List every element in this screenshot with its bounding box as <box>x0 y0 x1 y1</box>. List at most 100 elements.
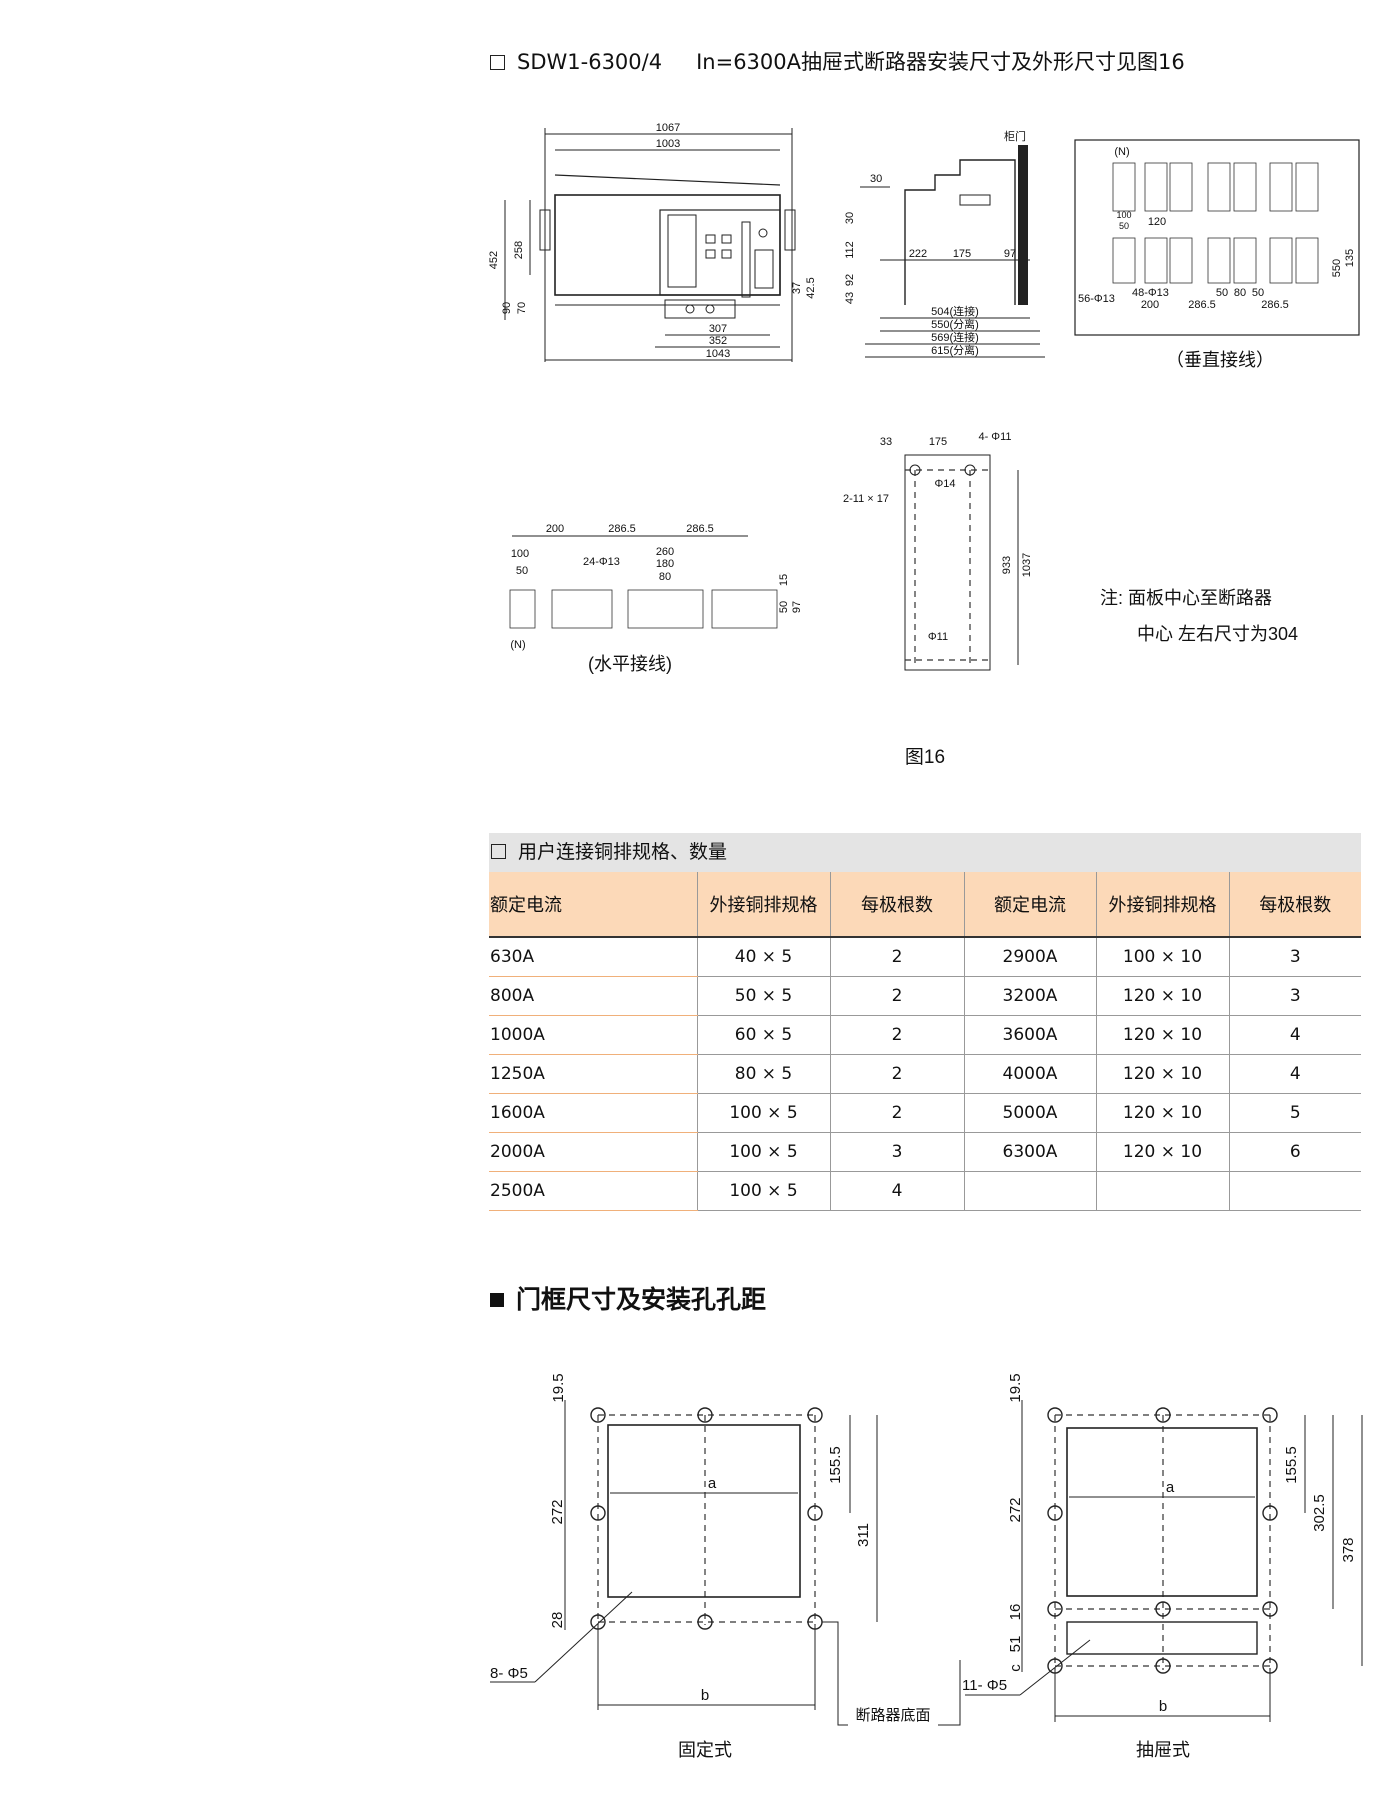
table-cell: 3200A <box>963 976 1096 1016</box>
dimension-label: 307 <box>709 323 727 335</box>
table-cell: 2 <box>829 1015 964 1055</box>
dimension-label: 51 <box>1007 1636 1024 1653</box>
dimension-label: (N) <box>1114 146 1129 158</box>
table-cell: 3 <box>1228 937 1361 977</box>
horizontal-wiring-caption: (水平接线) <box>588 654 672 674</box>
table-cell: 2 <box>829 976 964 1016</box>
dimension-label: c <box>1007 1664 1024 1672</box>
table-cell: 630A <box>489 937 697 977</box>
dimension-label: 550(分离) <box>931 317 979 331</box>
table-cell: 2 <box>829 1093 964 1133</box>
dimension-label: a <box>1166 1479 1175 1496</box>
dimension-label: 70 <box>516 302 528 314</box>
table-cell <box>963 1171 1096 1211</box>
table-cell: 100 × 5 <box>696 1171 830 1211</box>
dimension-label: 30 <box>844 212 856 224</box>
table-cell: 2000A <box>489 1132 697 1172</box>
table-cell: 100 × 5 <box>696 1132 830 1172</box>
table-cell: 120 × 10 <box>1095 976 1229 1016</box>
table-header-row: 额定电流 外接铜排规格 每极根数 额定电流 外接铜排规格 每极根数 <box>489 872 1361 938</box>
dimension-label: 50 <box>516 565 528 577</box>
table-cell: 1250A <box>489 1054 697 1094</box>
table-cell: 6300A <box>963 1132 1096 1172</box>
dimension-label: 16 <box>1007 1604 1024 1621</box>
dimension-label: 2-11 × 17 <box>843 493 889 505</box>
dimension-label: 302.5 <box>1311 1494 1328 1532</box>
dimension-label: b <box>1159 1698 1167 1715</box>
dimension-label: 56-Φ13 <box>1078 293 1115 305</box>
table-cell: 60 × 5 <box>696 1015 830 1055</box>
dimension-label: 100 <box>1116 210 1131 220</box>
figure-16-drawings: 1067 1003 452 258 90 70 37 42.5 307 352 <box>488 122 1360 768</box>
dimension-label: 200 <box>1141 299 1159 311</box>
dimension-label: 97 <box>791 601 803 613</box>
model-name: SDW1-6300/4 <box>517 50 663 74</box>
header-description: In=6300A抽屉式断路器安装尺寸及外形尺寸见图16 <box>696 50 1185 74</box>
busbar-table-title: 用户连接铜排规格、数量 <box>489 833 1361 872</box>
door-frame-drawings: 19.5 272 28 155.5 311 a b 8- Φ5 固定式 断路器底… <box>490 1373 1363 1760</box>
dimension-label: 90 <box>501 302 513 314</box>
table-cell: 120 × 10 <box>1095 1132 1229 1172</box>
drawout-caption: 抽屉式 <box>1136 1740 1190 1760</box>
table-cell: 4 <box>829 1171 964 1211</box>
dimension-label: 97 <box>1004 248 1016 260</box>
table-cell: 800A <box>489 976 697 1016</box>
table-cell: 4 <box>1228 1015 1361 1055</box>
dimension-label: 569(连接) <box>931 331 979 344</box>
table-cell: 3600A <box>963 1015 1096 1055</box>
col-header: 每极根数 <box>1228 872 1361 938</box>
door-frame-section-title: 门框尺寸及安装孔孔距 <box>490 1280 766 1316</box>
table-cell: 3 <box>1228 976 1361 1016</box>
dimension-label: 311 <box>855 1523 872 1547</box>
dimension-label: 19.5 <box>1007 1373 1024 1402</box>
busbar-table-section: 用户连接铜排规格、数量 额定电流 外接铜排规格 每极根数 额定电流 外接铜排规格… <box>489 833 1361 1211</box>
col-header: 额定电流 <box>489 872 697 938</box>
side-view-drawing: 柜门 30 30 112 43 92 222 175 97 504(连接) 55… <box>844 129 1045 358</box>
table-cell: 40 × 5 <box>696 937 830 977</box>
dimension-label: 11- Φ5 <box>962 1677 1007 1694</box>
table-cell: 5 <box>1228 1093 1361 1133</box>
dimension-label: 933 <box>1001 556 1013 574</box>
dimension-label: 24-Φ13 <box>583 556 620 568</box>
note-line-2: 中心 左右尺寸为304 <box>1137 624 1298 644</box>
dimension-label: 43 <box>844 292 856 304</box>
dimension-label: 286.5 <box>686 523 714 535</box>
dimension-label: 286.5 <box>608 523 636 535</box>
table-cell: 100 × 10 <box>1095 937 1229 977</box>
dimension-label: 260 <box>656 546 674 558</box>
table-cell: 6 <box>1228 1132 1361 1172</box>
bullet-square-icon <box>490 1293 504 1307</box>
dimension-label: 155.5 <box>1283 1446 1300 1484</box>
dimension-label: 1003 <box>656 138 680 150</box>
table-cell: 120 × 10 <box>1095 1015 1229 1055</box>
dimension-label: 272 <box>549 1499 566 1524</box>
dimension-label: 37 <box>791 282 803 294</box>
dimension-label: 4- Φ11 <box>978 431 1011 443</box>
dimension-label: 112 <box>844 241 856 259</box>
table-cell: 1000A <box>489 1015 697 1055</box>
table-cell: 120 × 10 <box>1095 1093 1229 1133</box>
dimension-label: 48-Φ13 <box>1132 287 1169 299</box>
table-cell: 100 × 5 <box>696 1093 830 1133</box>
dimension-label: 80 <box>659 571 671 583</box>
dimension-label: 33 <box>880 436 892 448</box>
dimension-label: 50 <box>1216 287 1228 299</box>
dimension-label: 175 <box>929 436 947 448</box>
col-header: 外接铜排规格 <box>1095 872 1229 938</box>
dimension-label: (N) <box>510 639 525 651</box>
dimension-label: 50 <box>1119 221 1129 231</box>
front-view-drawing: 1067 1003 452 258 90 70 37 42.5 307 352 <box>488 122 817 362</box>
table-cell: 50 × 5 <box>696 976 830 1016</box>
dimension-label: b <box>701 1687 709 1704</box>
dimension-label: 286.5 <box>1188 299 1216 311</box>
dimension-label: 100 <box>511 548 529 560</box>
dimension-label: 272 <box>1007 1497 1024 1522</box>
mounting-drawing: 33 175 4- Φ11 2-11 × 17 Φ14 933 1037 Φ11 <box>843 431 1033 671</box>
table-cell: 80 × 5 <box>696 1054 830 1094</box>
dimension-label: 222 <box>909 248 927 260</box>
dimension-label: 155.5 <box>827 1446 844 1484</box>
